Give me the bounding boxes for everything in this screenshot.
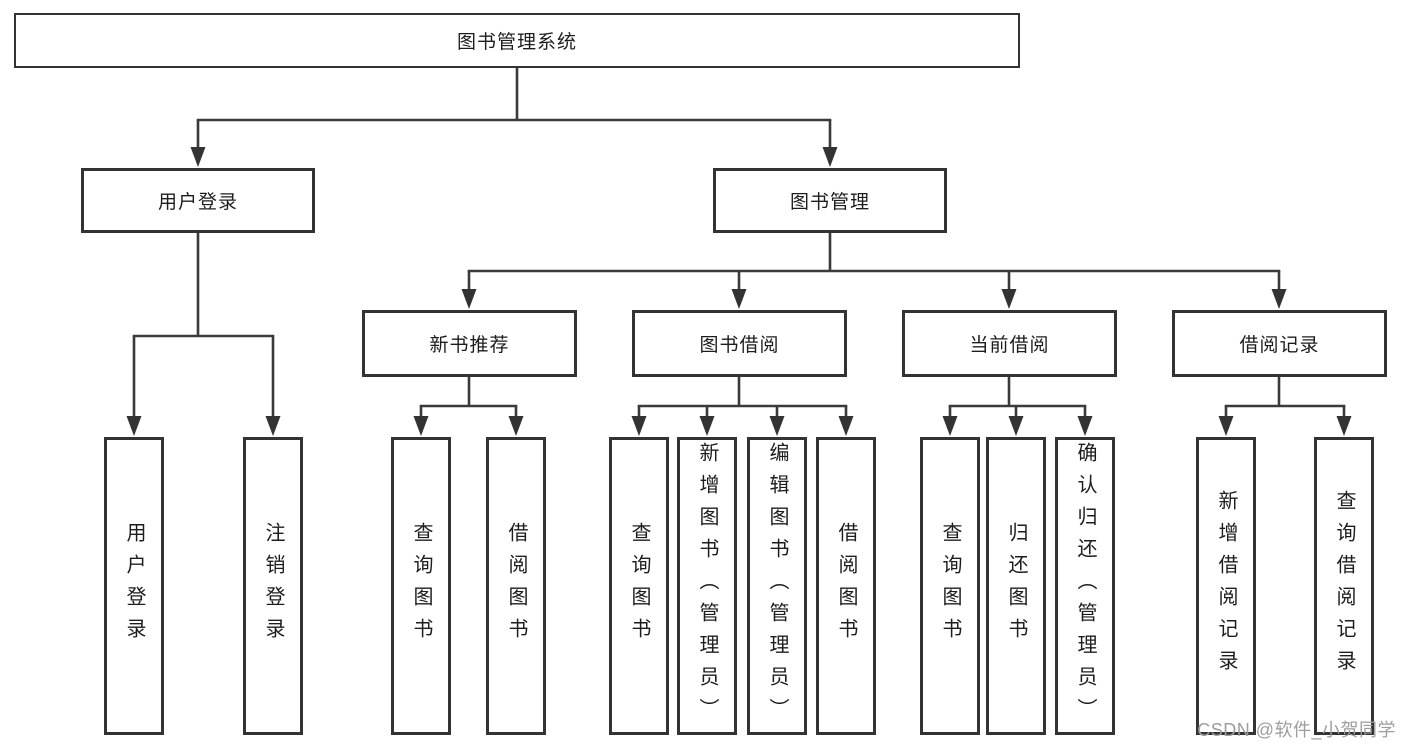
arrow-down-icon bbox=[822, 147, 838, 167]
arrow-down-icon bbox=[731, 289, 747, 309]
leaf-query-books-recommend: 查询图书 bbox=[391, 437, 451, 735]
arrow-down-icon bbox=[1001, 289, 1017, 309]
arrow-down-icon bbox=[461, 289, 477, 309]
node-book-management-label: 图书管理 bbox=[789, 192, 870, 213]
arrow-down-icon bbox=[190, 147, 206, 167]
leaf-borrow-books-label: 借阅图书 bbox=[835, 522, 857, 650]
arrow-down-icon bbox=[508, 416, 524, 436]
arrow-down-icon bbox=[838, 416, 854, 436]
node-borrow-records: 借阅记录 bbox=[1172, 310, 1387, 377]
leaf-logout-login-label: 注销登录 bbox=[262, 522, 284, 650]
node-book-borrow-label: 图书借阅 bbox=[699, 335, 780, 356]
node-user-login-label: 用户登录 bbox=[157, 192, 238, 213]
leaf-logout-login: 注销登录 bbox=[243, 437, 303, 735]
node-book-borrow: 图书借阅 bbox=[632, 310, 847, 377]
arrow-down-icon bbox=[1077, 416, 1093, 436]
leaf-user-login: 用户登录 bbox=[104, 437, 164, 735]
leaf-edit-books-admin-label: 编辑图书（管理员） bbox=[766, 442, 788, 730]
leaf-return-books: 归还图书 bbox=[986, 437, 1046, 735]
arrow-down-icon bbox=[265, 416, 281, 436]
leaf-query-books-borrow-label: 查询图书 bbox=[628, 522, 650, 650]
leaf-borrow-books-recommend-label: 借阅图书 bbox=[505, 522, 527, 650]
arrow-down-icon bbox=[1336, 416, 1352, 436]
csdn-watermark: CSDN @软件_小贺同学 bbox=[1197, 720, 1396, 740]
arrow-down-icon bbox=[631, 416, 647, 436]
arrow-down-icon bbox=[1271, 289, 1287, 309]
leaf-query-books-current-label: 查询图书 bbox=[939, 522, 961, 650]
arrow-down-icon bbox=[942, 416, 958, 436]
leaf-confirm-return-admin: 确认归还（管理员） bbox=[1055, 437, 1115, 735]
leaf-return-books-label: 归还图书 bbox=[1005, 522, 1027, 650]
arrow-down-icon bbox=[1218, 416, 1234, 436]
leaf-add-borrow-record-label: 新增借阅记录 bbox=[1215, 490, 1237, 682]
node-user-login: 用户登录 bbox=[81, 168, 315, 233]
arrowheads bbox=[126, 147, 1352, 436]
node-root-label: 图书管理系统 bbox=[456, 32, 577, 53]
arrow-down-icon bbox=[699, 416, 715, 436]
leaf-query-borrow-record: 查询借阅记录 bbox=[1314, 437, 1374, 735]
node-new-book-recommend: 新书推荐 bbox=[362, 310, 577, 377]
arrow-down-icon bbox=[769, 416, 785, 436]
leaf-query-books-recommend-label: 查询图书 bbox=[410, 522, 432, 650]
leaf-edit-books-admin: 编辑图书（管理员） bbox=[747, 437, 807, 735]
leaf-query-books-current: 查询图书 bbox=[920, 437, 980, 735]
node-current-borrow: 当前借阅 bbox=[902, 310, 1117, 377]
node-book-management: 图书管理 bbox=[713, 168, 947, 233]
leaf-add-books-admin: 新增图书（管理员） bbox=[677, 437, 737, 735]
node-borrow-records-label: 借阅记录 bbox=[1239, 335, 1320, 356]
leaf-confirm-return-admin-label: 确认归还（管理员） bbox=[1074, 442, 1096, 730]
node-current-borrow-label: 当前借阅 bbox=[969, 335, 1050, 356]
leaf-borrow-books: 借阅图书 bbox=[816, 437, 876, 735]
node-new-book-recommend-label: 新书推荐 bbox=[429, 335, 510, 356]
leaf-borrow-books-recommend: 借阅图书 bbox=[486, 437, 546, 735]
leaf-add-books-admin-label: 新增图书（管理员） bbox=[696, 442, 718, 730]
leaf-user-login-label: 用户登录 bbox=[123, 522, 145, 650]
node-root: 图书管理系统 bbox=[14, 13, 1020, 68]
leaf-query-books-borrow: 查询图书 bbox=[609, 437, 669, 735]
arrow-down-icon bbox=[126, 416, 142, 436]
leaf-query-borrow-record-label: 查询借阅记录 bbox=[1333, 490, 1355, 682]
leaf-add-borrow-record: 新增借阅记录 bbox=[1196, 437, 1256, 735]
arrow-down-icon bbox=[1008, 416, 1024, 436]
arrow-down-icon bbox=[413, 416, 429, 436]
